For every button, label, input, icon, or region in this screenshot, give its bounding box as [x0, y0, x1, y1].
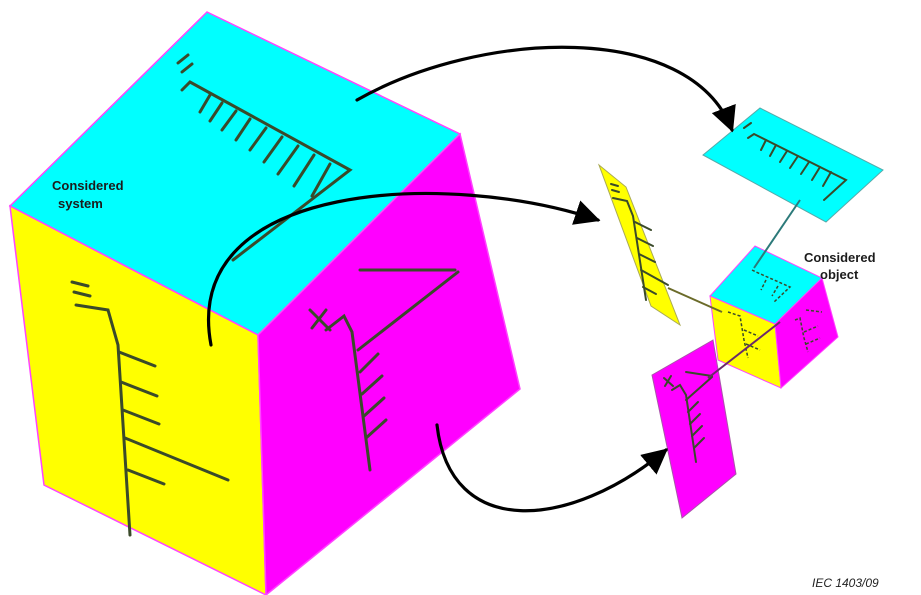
yellow-panel-tree [610, 183, 669, 301]
small-cube-right-face [774, 277, 839, 390]
cyan-panel-tree [743, 122, 848, 201]
arrow-top-to-cyan [355, 45, 736, 133]
arrow-left-to-yellow [207, 191, 601, 347]
magenta-panel-tree [663, 371, 713, 463]
connector-lines [667, 199, 801, 379]
cube-right-face [257, 132, 521, 595]
source-reference: IEC 1403/09 [812, 576, 879, 590]
magenta-panel [651, 339, 737, 519]
considered-object-cube: Considered object [709, 245, 876, 390]
yellow-panel [597, 163, 682, 327]
yellow-connector [667, 287, 723, 313]
left-face-tree [70, 280, 230, 537]
projection-arrows [207, 45, 736, 513]
magenta-panel-shape [651, 339, 737, 519]
considered-system-cube: Considered system [8, 11, 521, 595]
cube-left-face [9, 204, 267, 595]
considered-object-label-line1: Considered [804, 250, 876, 265]
cyan-panel [702, 107, 884, 223]
magenta-connector [707, 321, 781, 379]
considered-system-label-line2: system [58, 196, 103, 211]
considered-system-label-line1: Considered [52, 178, 124, 193]
yellow-panel-shape [597, 163, 682, 327]
right-face-tree [308, 268, 460, 472]
considered-object-label-line2: object [820, 267, 859, 282]
arrow-right-to-magenta [435, 423, 668, 513]
cyan-connector [753, 199, 801, 269]
